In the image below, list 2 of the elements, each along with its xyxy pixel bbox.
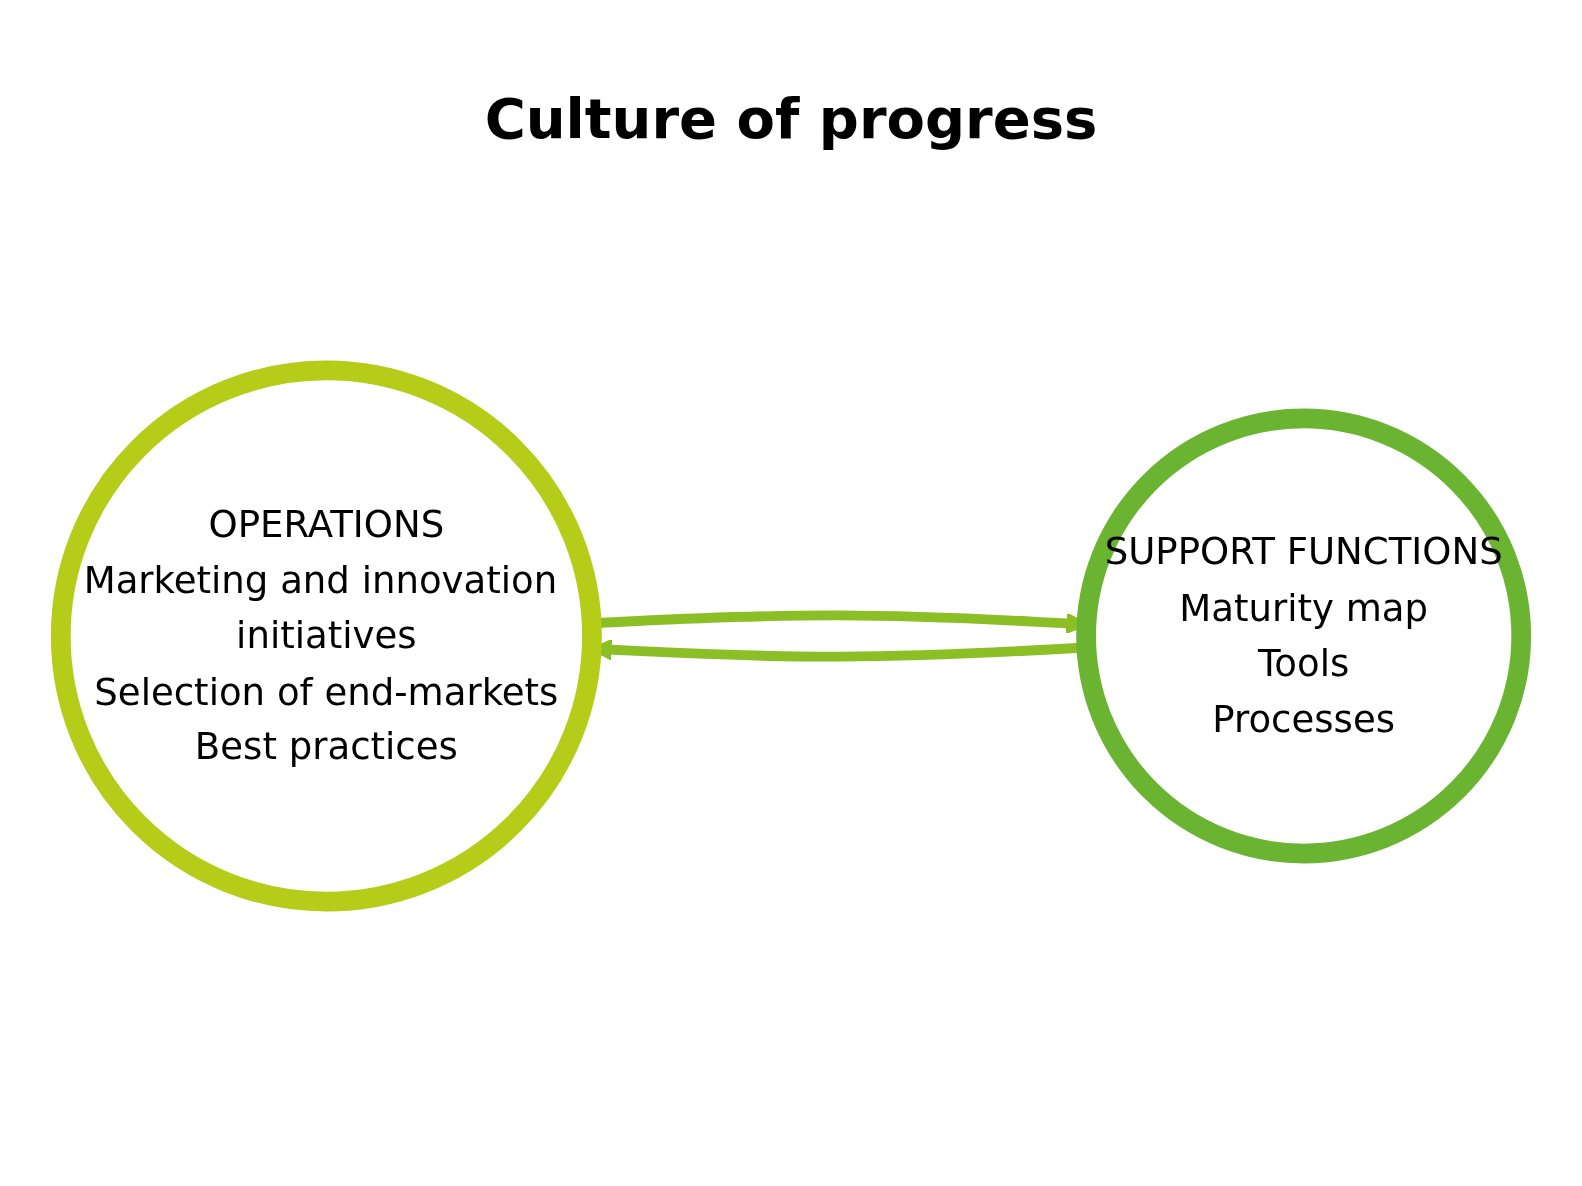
- center-label: Culture of progress: [484, 85, 1098, 151]
- node-circle: OPERATIONS Marketing and innovation initiatives Selection of end-markets Best practices: [50, 360, 602, 911]
